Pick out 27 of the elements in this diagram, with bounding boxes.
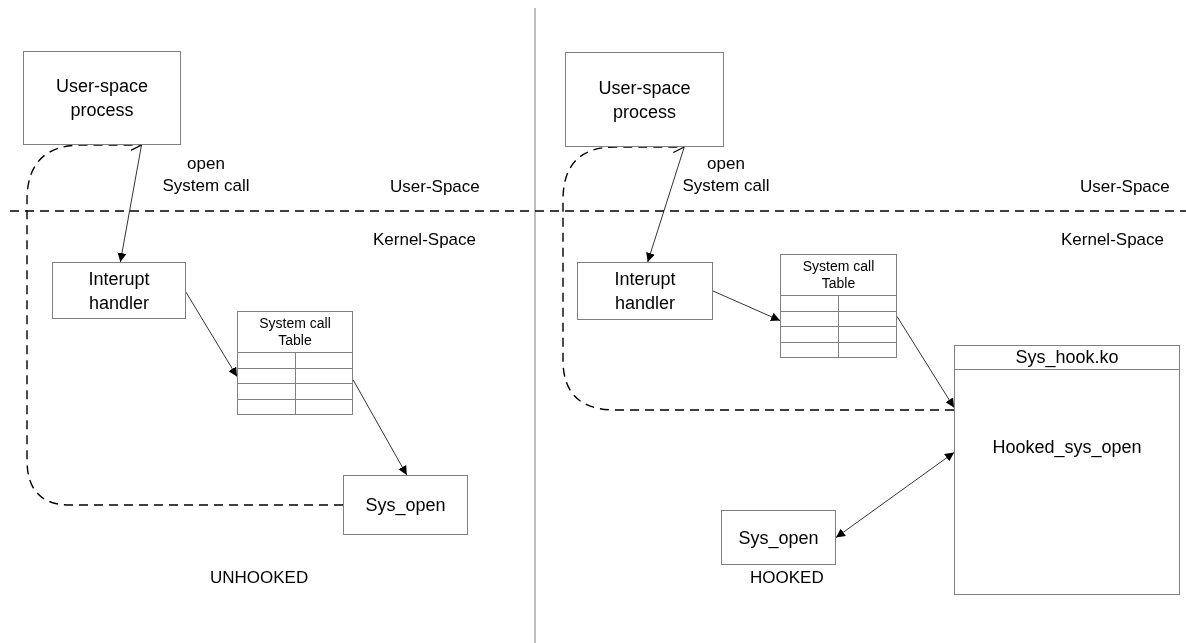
box-label: Sys_open	[738, 526, 819, 550]
table-heading: System call Table	[258, 314, 332, 350]
table-box	[237, 311, 353, 415]
process-box	[23, 51, 181, 145]
box-label: Interupt handler	[613, 268, 677, 315]
region-label: User-Space	[390, 176, 480, 198]
module-heading: Sys_hook.ko	[955, 346, 1179, 370]
region-label: UNHOOKED	[210, 567, 309, 589]
region-label: Kernel-Space	[1061, 229, 1164, 251]
process-box	[565, 52, 724, 147]
box-label: User-space process	[597, 76, 692, 124]
process-box	[52, 262, 186, 319]
process-box	[343, 475, 468, 535]
module-box	[954, 345, 1180, 595]
box-label: Interupt handler	[87, 267, 151, 315]
process-box	[721, 510, 836, 565]
process-box	[577, 262, 713, 320]
region-label: User-Space	[1080, 176, 1170, 198]
region-label: HOOKED	[750, 567, 824, 589]
edge-label: open System call	[681, 153, 771, 197]
box-label: Sys_open	[365, 494, 446, 517]
table-box	[780, 254, 897, 358]
region-label: Kernel-Space	[373, 229, 476, 251]
box-label: User-space process	[55, 75, 149, 122]
module-body-text: Hooked_sys_open	[992, 435, 1142, 460]
edge-label: open System call	[161, 153, 251, 197]
table-heading: System call Table	[801, 257, 876, 293]
